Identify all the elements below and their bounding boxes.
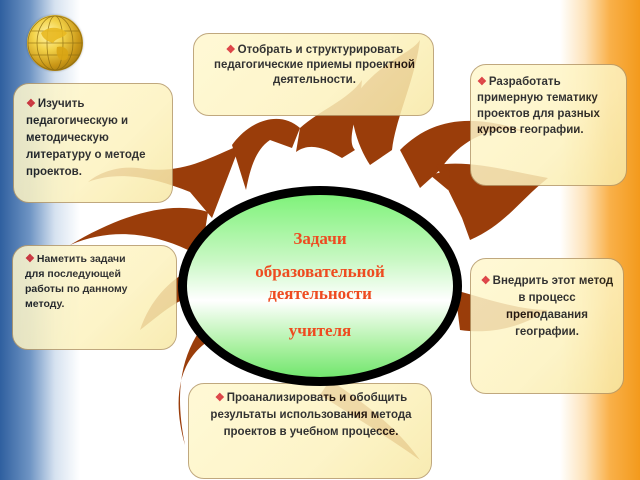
task-box-bottom: ❖Проанализировать и обобщить результаты … xyxy=(188,383,432,479)
task-text: Изучить педагогическую и методическую ли… xyxy=(26,98,146,178)
task-text: Наметить задачи для последующей работы п… xyxy=(25,253,128,310)
task-box-top-left: ❖Изучить педагогическую и методическую л… xyxy=(13,83,173,203)
central-goal-ellipse: Задачи образовательной деятельности учит… xyxy=(178,186,462,386)
task-box-middle-left: ❖Наметить задачи для последующей работы … xyxy=(12,245,177,350)
center-subtitle-2: деятельности xyxy=(268,284,372,303)
bullet-icon: ❖ xyxy=(26,98,36,110)
task-text: Внедрить этот метод в процесс преподаван… xyxy=(492,275,614,338)
bullet-icon: ❖ xyxy=(225,44,236,56)
center-subtitle-1: образовательной xyxy=(255,262,385,281)
golden-globe-icon xyxy=(27,15,83,71)
center-subtitle-3: учителя xyxy=(288,321,352,340)
task-box-top-right: ❖Разработать примерную тематику проектов… xyxy=(470,64,627,186)
task-text: Разработать примерную тематику проектов … xyxy=(477,76,600,136)
bullet-icon: ❖ xyxy=(480,275,491,287)
center-title: Задачи xyxy=(293,229,347,248)
task-text: Отобрать и структурировать педагогически… xyxy=(214,44,415,86)
task-text: Проанализировать и обобщить результаты и… xyxy=(210,392,412,438)
bullet-icon: ❖ xyxy=(477,76,487,88)
bullet-icon: ❖ xyxy=(214,392,225,404)
task-box-middle-right: ❖Внедрить этот метод в процесс преподава… xyxy=(470,258,624,394)
bullet-icon: ❖ xyxy=(25,253,35,265)
task-box-top: ❖Отобрать и структурировать педагогическ… xyxy=(193,33,434,116)
